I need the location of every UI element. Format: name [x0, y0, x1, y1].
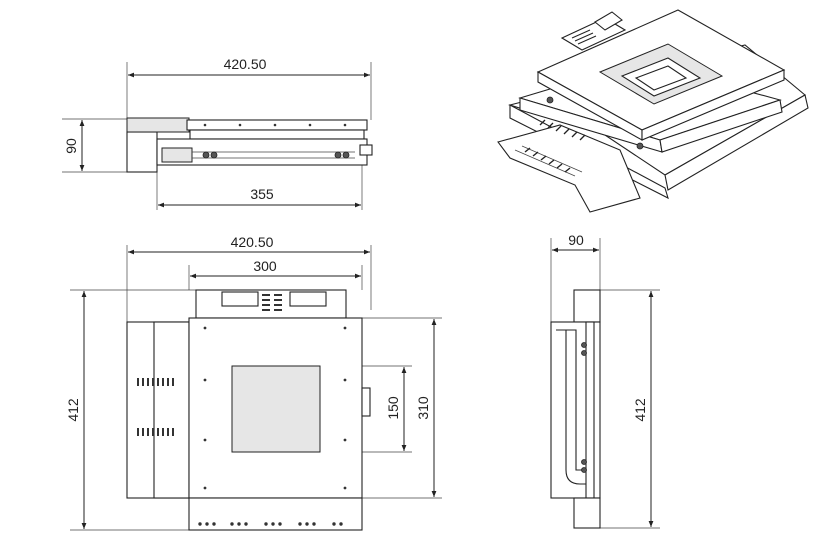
side-bearing: [342, 151, 350, 159]
end-bearing: [581, 467, 587, 473]
iso-bearing: [636, 142, 644, 150]
end-width-label: 90: [568, 232, 584, 248]
top-plate-h-label: 310: [415, 396, 431, 420]
top-width-label: 420.50: [231, 234, 274, 250]
top-height-label: 412: [65, 398, 81, 422]
side-width-label: 420.50: [224, 56, 267, 72]
end-cable-chain: [556, 329, 591, 485]
end-bearing: [581, 342, 587, 348]
end-view: 90 412: [550, 232, 660, 529]
side-bearing: [202, 151, 210, 159]
side-mid-plate: [189, 129, 365, 140]
side-end-block: [359, 144, 373, 156]
side-base-label: 355: [250, 186, 274, 202]
side-motor-cap: [126, 117, 190, 133]
iso-bearing: [546, 96, 554, 104]
end-bottom-block: [573, 497, 601, 529]
end-motor: [573, 289, 601, 323]
top-aperture: [231, 365, 321, 453]
top-inner-label: 300: [253, 258, 277, 274]
top-view: 420.50 300 150 412 150 310: [65, 234, 442, 531]
side-drive-block: [161, 147, 193, 163]
side-bearing: [210, 151, 218, 159]
isometric-view: [497, 9, 809, 213]
end-height-label: 412: [632, 398, 648, 422]
top-aperture-h-label: 150: [385, 396, 401, 420]
end-bearing: [581, 459, 587, 465]
side-bearing: [334, 151, 342, 159]
end-bearing: [581, 350, 587, 356]
side-cable-box: [126, 131, 158, 173]
side-top-plate: [186, 119, 368, 131]
side-view: 420.50 355 90: [62, 56, 373, 210]
side-height-label: 90: [63, 138, 79, 154]
